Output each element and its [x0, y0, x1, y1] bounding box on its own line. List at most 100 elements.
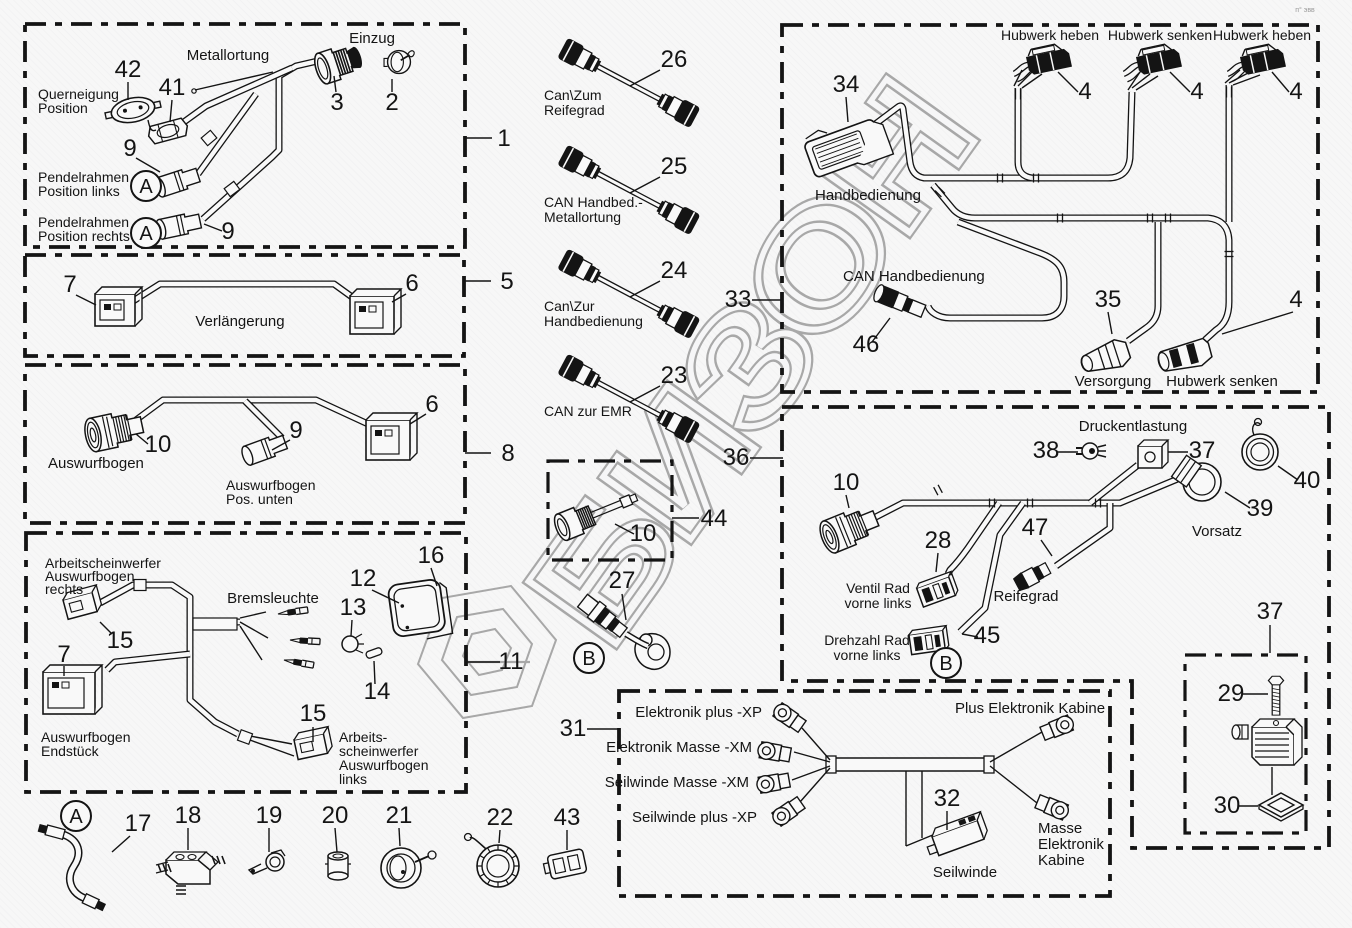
- svg-text:Auswurfbogen: Auswurfbogen: [41, 729, 131, 745]
- svg-text:2: 2: [385, 89, 398, 116]
- svg-text:19: 19: [256, 802, 283, 829]
- svg-text:21: 21: [386, 802, 413, 829]
- svg-text:vorne links: vorne links: [845, 595, 912, 611]
- svg-text:Arbeits-: Arbeits-: [339, 729, 388, 745]
- svg-text:37: 37: [1257, 598, 1284, 625]
- svg-text:32: 32: [934, 785, 961, 812]
- svg-text:38: 38: [1033, 437, 1060, 464]
- svg-text:4: 4: [1078, 78, 1091, 105]
- svg-text:37: 37: [1189, 437, 1216, 464]
- svg-text:Can\Zur: Can\Zur: [544, 298, 595, 314]
- svg-text:13: 13: [340, 594, 367, 621]
- svg-text:Arbeitscheinwerfer: Arbeitscheinwerfer: [45, 555, 161, 571]
- svg-text:CAN Handbed.-: CAN Handbed.-: [544, 194, 643, 210]
- svg-text:rechts: rechts: [45, 581, 83, 597]
- svg-text:Pendelrahmen: Pendelrahmen: [38, 169, 129, 185]
- svg-text:Hubwerk senken: Hubwerk senken: [1166, 373, 1278, 390]
- svg-text:31: 31: [560, 715, 587, 742]
- svg-text:Reifegrad: Reifegrad: [993, 588, 1058, 605]
- svg-text:A: A: [69, 806, 83, 828]
- svg-text:B: B: [582, 648, 595, 670]
- svg-text:B: B: [939, 653, 952, 675]
- svg-text:47: 47: [1022, 514, 1049, 541]
- svg-text:Vorsatz: Vorsatz: [1192, 523, 1242, 540]
- svg-text:Hubwerk senken: Hubwerk senken: [1108, 27, 1212, 43]
- svg-text:6: 6: [405, 270, 418, 297]
- svg-text:Auswurfbogen: Auswurfbogen: [226, 477, 316, 493]
- svg-text:Bremsleuchte: Bremsleuchte: [227, 590, 319, 607]
- svg-text:Metallortung: Metallortung: [187, 47, 270, 64]
- svg-text:17: 17: [125, 810, 152, 837]
- svg-text:1: 1: [497, 125, 510, 152]
- svg-text:33: 33: [725, 286, 752, 313]
- svg-text:40: 40: [1294, 467, 1321, 494]
- svg-text:12: 12: [350, 565, 377, 592]
- svg-text:Verlängerung: Verlängerung: [195, 313, 284, 330]
- svg-text:30: 30: [1214, 792, 1241, 819]
- svg-text:41: 41: [159, 74, 186, 101]
- svg-text:15: 15: [300, 700, 327, 727]
- svg-text:39: 39: [1247, 495, 1274, 522]
- svg-text:Elektronik plus -XP: Elektronik plus -XP: [635, 704, 762, 721]
- svg-text:Position rechts: Position rechts: [38, 228, 130, 244]
- svg-text:46: 46: [853, 331, 880, 358]
- svg-text:36: 36: [723, 444, 750, 471]
- svg-text:9: 9: [221, 218, 234, 245]
- svg-text:25: 25: [661, 153, 688, 180]
- svg-text:п° эвв: п° эвв: [1295, 6, 1315, 14]
- svg-text:Pos. unten: Pos. unten: [226, 491, 293, 507]
- svg-text:27: 27: [609, 567, 636, 594]
- svg-text:7: 7: [63, 271, 76, 298]
- svg-text:5: 5: [500, 268, 513, 295]
- svg-text:42: 42: [115, 56, 142, 83]
- svg-text:Elektronik Masse -XM: Elektronik Masse -XM: [606, 739, 752, 756]
- svg-text:4: 4: [1289, 78, 1302, 105]
- svg-text:26: 26: [661, 46, 688, 73]
- svg-text:Handbedienung: Handbedienung: [544, 313, 643, 329]
- svg-text:Druckentlastung: Druckentlastung: [1079, 418, 1187, 435]
- svg-text:44: 44: [701, 505, 728, 532]
- svg-text:Auswurfbogen: Auswurfbogen: [339, 757, 429, 773]
- svg-text:23: 23: [661, 362, 688, 389]
- svg-text:45: 45: [974, 622, 1001, 649]
- svg-text:Drehzahl Rad: Drehzahl Rad: [824, 632, 910, 648]
- svg-text:A: A: [139, 176, 153, 198]
- svg-text:vorne links: vorne links: [834, 647, 901, 663]
- svg-text:43: 43: [554, 804, 581, 831]
- svg-text:scheinwerfer: scheinwerfer: [339, 743, 419, 759]
- svg-text:Seilwinde plus -XP: Seilwinde plus -XP: [632, 809, 757, 826]
- svg-text:Masse: Masse: [1038, 820, 1082, 837]
- svg-text:18: 18: [175, 802, 202, 829]
- svg-text:Plus Elektronik Kabine: Plus Elektronik Kabine: [955, 700, 1105, 717]
- svg-text:Elektronik: Elektronik: [1038, 836, 1104, 853]
- svg-text:6: 6: [425, 391, 438, 418]
- svg-text:Endstück: Endstück: [41, 743, 100, 759]
- svg-text:Einzug: Einzug: [349, 30, 395, 47]
- svg-text:Position links: Position links: [38, 183, 120, 199]
- svg-text:4: 4: [1190, 78, 1203, 105]
- svg-text:11: 11: [499, 648, 524, 675]
- svg-text:3: 3: [330, 89, 343, 116]
- svg-text:9: 9: [289, 417, 302, 444]
- svg-text:Hubwerk heben: Hubwerk heben: [1001, 27, 1099, 43]
- svg-text:24: 24: [661, 257, 688, 284]
- svg-text:Position: Position: [38, 100, 88, 116]
- svg-text:20: 20: [322, 802, 349, 829]
- svg-text:CAN Handbedienung: CAN Handbedienung: [843, 268, 985, 285]
- svg-text:28: 28: [925, 527, 952, 554]
- svg-text:15: 15: [107, 627, 134, 654]
- svg-text:7: 7: [57, 641, 70, 668]
- svg-text:22: 22: [487, 804, 514, 831]
- svg-text:34: 34: [833, 71, 860, 98]
- svg-text:Metallortung: Metallortung: [544, 209, 621, 225]
- svg-text:Can\Zum: Can\Zum: [544, 87, 602, 103]
- svg-text:Kabine: Kabine: [1038, 852, 1085, 869]
- svg-text:Pendelrahmen: Pendelrahmen: [38, 214, 129, 230]
- svg-text:9: 9: [123, 135, 136, 162]
- svg-text:Versorgung: Versorgung: [1075, 373, 1152, 390]
- svg-text:Handbedienung: Handbedienung: [815, 187, 921, 204]
- svg-text:8: 8: [501, 440, 514, 467]
- svg-text:Seilwinde: Seilwinde: [933, 864, 997, 881]
- svg-text:A: A: [139, 223, 153, 245]
- svg-text:Auswurfbogen: Auswurfbogen: [45, 568, 135, 584]
